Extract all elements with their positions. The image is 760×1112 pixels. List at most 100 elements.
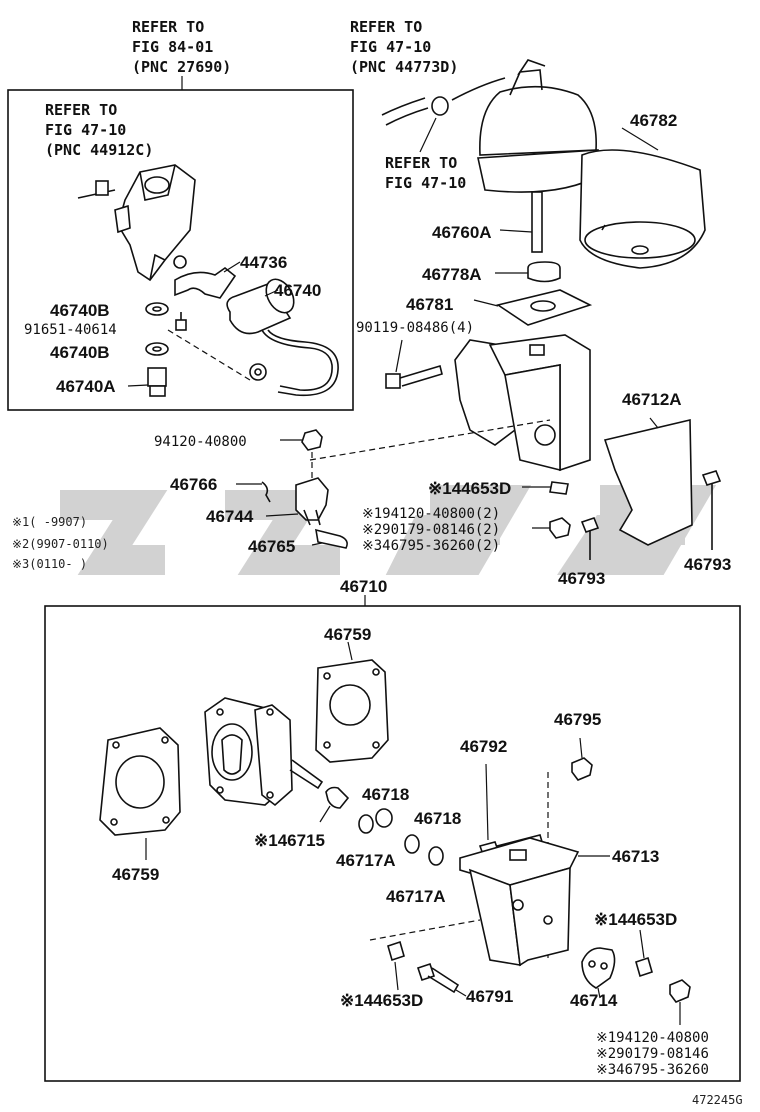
label-46795-alt[interactable]: ※346795-36260(2)	[362, 538, 500, 554]
sub-assembly-box-bottom	[44, 605, 741, 1082]
label-46740B-2[interactable]: 46740B	[50, 343, 110, 362]
label-46760A[interactable]: 46760A	[432, 223, 492, 242]
label-46717A-a[interactable]: 46717A	[336, 851, 396, 870]
svg-text:(PNC 44773D): (PNC 44773D)	[350, 58, 458, 76]
label-46766[interactable]: 46766	[170, 475, 217, 494]
svg-text:REFER TO: REFER TO	[350, 18, 422, 36]
cover-46782-drawing	[579, 149, 706, 269]
reference-mid-small: REFER TO FIG 47-10	[385, 154, 466, 192]
bolt-46793-b-drawing	[701, 470, 722, 550]
label-94120[interactable]: 94120-40800	[154, 434, 247, 450]
label-46782[interactable]: 46782	[630, 111, 677, 130]
bolt-90119-drawing	[385, 364, 443, 389]
bolt-46791-drawing	[416, 962, 460, 994]
clip-44653D-right-drawing	[635, 956, 653, 978]
clip-44653D-top-drawing	[549, 481, 569, 495]
label-44736[interactable]: 44736	[240, 253, 287, 272]
label-46795-bottom[interactable]: ※346795-36260	[596, 1062, 709, 1078]
washer-46717A-b-drawing	[404, 834, 420, 854]
label-46715[interactable]: ※146715	[254, 831, 325, 850]
part-labels: 46782 46760A 46778A 46781 90119-08486(4)…	[24, 111, 731, 1078]
label-91651[interactable]: 91651-40614	[24, 322, 117, 338]
label-46778A[interactable]: 46778A	[422, 265, 482, 284]
svg-text:FIG 84-01: FIG 84-01	[132, 38, 213, 56]
label-46718-b[interactable]: 46718	[414, 809, 461, 828]
nut-46795-drawing	[571, 757, 593, 781]
label-46793-a[interactable]: 46793	[558, 569, 605, 588]
pin-46765-drawing	[315, 528, 348, 549]
washer-46717A-a-drawing	[358, 814, 374, 834]
cover-46712A-drawing	[603, 418, 693, 546]
legend: ※1( -9907) ※2(9907-0110) ※3(0110- )	[12, 515, 109, 571]
label-46792[interactable]: 46792	[460, 737, 507, 756]
reference-top-left: REFER TO FIG 84-01 (PNC 27690)	[132, 18, 231, 76]
svg-text:REFER TO: REFER TO	[385, 154, 457, 172]
diaphragm-actuator-drawing	[477, 59, 601, 253]
svg-text:FIG 47-10: FIG 47-10	[45, 121, 126, 139]
gasket-46759-top-drawing	[315, 659, 389, 763]
bolt-46793-a-drawing	[580, 517, 600, 560]
nut-94120-drawing	[301, 429, 323, 451]
washer-46718-a-drawing	[375, 808, 393, 828]
label-46759-top[interactable]: 46759	[324, 625, 371, 644]
label-46712A[interactable]: 46712A	[622, 390, 682, 409]
label-94120-alt[interactable]: ※194120-40800(2)	[362, 506, 500, 522]
figure-id: 472245G	[692, 1093, 743, 1107]
label-46740A[interactable]: 46740A	[56, 377, 116, 396]
label-46710[interactable]: 46710	[340, 577, 387, 596]
label-46744[interactable]: 46744	[206, 507, 254, 526]
svg-text:REFER TO: REFER TO	[132, 18, 204, 36]
label-46740B-1[interactable]: 46740B	[50, 301, 110, 320]
canister-46740-drawing	[226, 278, 339, 397]
label-46765[interactable]: 46765	[248, 537, 295, 556]
valve-body-drawing	[204, 697, 324, 807]
label-46714[interactable]: 46714	[570, 991, 618, 1010]
gasket-46759-left-drawing	[99, 727, 181, 836]
label-46717A-b[interactable]: 46717A	[386, 887, 446, 906]
label-90179-bottom[interactable]: ※290179-08146	[596, 1046, 709, 1062]
label-90119[interactable]: 90119-08486(4)	[356, 320, 474, 336]
plate-46714-drawing	[581, 947, 616, 989]
label-44653D-right[interactable]: ※144653D	[594, 910, 677, 929]
bracket-44736-drawing	[174, 267, 237, 299]
hose-drawing	[381, 77, 506, 126]
bushing-46715-drawing	[325, 786, 350, 809]
gasket-46781-drawing	[496, 289, 593, 326]
svg-text:FIG 47-10: FIG 47-10	[350, 38, 431, 56]
screw-91651-drawing	[175, 312, 187, 331]
clip-44653D-bottom-drawing	[387, 940, 405, 962]
label-46740[interactable]: 46740	[274, 281, 321, 300]
reference-top-mid: REFER TO FIG 47-10 (PNC 44773D)	[350, 18, 458, 76]
washer-46740B-2-drawing	[145, 342, 169, 356]
bracket-46713-drawing	[459, 837, 580, 967]
label-46759-left[interactable]: 46759	[112, 865, 159, 884]
label-46781[interactable]: 46781	[406, 295, 453, 314]
svg-text:※3(0110- ): ※3(0110- )	[12, 557, 87, 571]
washer-46740B-1-drawing	[145, 302, 169, 316]
vsv-valve-drawing	[77, 164, 196, 282]
svg-text:(PNC 44912C): (PNC 44912C)	[45, 141, 153, 159]
reference-box-left: REFER TO FIG 47-10 (PNC 44912C)	[45, 101, 153, 159]
label-46791[interactable]: 46791	[466, 987, 513, 1006]
label-46718-a[interactable]: 46718	[362, 785, 409, 804]
svg-text:※1( -9907): ※1( -9907)	[12, 515, 87, 529]
label-46713[interactable]: 46713	[612, 847, 659, 866]
bracket-assembly-drawing	[454, 334, 591, 472]
label-94120-bottom[interactable]: ※194120-40800	[596, 1030, 709, 1046]
label-46793-b[interactable]: 46793	[684, 555, 731, 574]
grommet-46778A-drawing	[527, 261, 561, 283]
sub-assembly-box-top	[7, 89, 354, 411]
label-46795[interactable]: 46795	[554, 710, 601, 729]
svg-text:(PNC 27690): (PNC 27690)	[132, 58, 231, 76]
union-bolt-46740A-drawing	[147, 367, 167, 397]
nut-bottom-right-drawing	[669, 979, 691, 1003]
nut-alt-drawing	[549, 517, 571, 539]
label-44653D-bottom[interactable]: ※144653D	[340, 991, 423, 1010]
label-44653D-top[interactable]: ※144653D	[428, 479, 511, 498]
svg-text:REFER TO: REFER TO	[45, 101, 117, 119]
washer-46718-b-drawing	[428, 846, 444, 866]
svg-text:FIG 47-10: FIG 47-10	[385, 174, 466, 192]
label-90179-alt[interactable]: ※290179-08146(2)	[362, 522, 500, 538]
svg-text:※2(9907-0110): ※2(9907-0110)	[12, 537, 109, 551]
